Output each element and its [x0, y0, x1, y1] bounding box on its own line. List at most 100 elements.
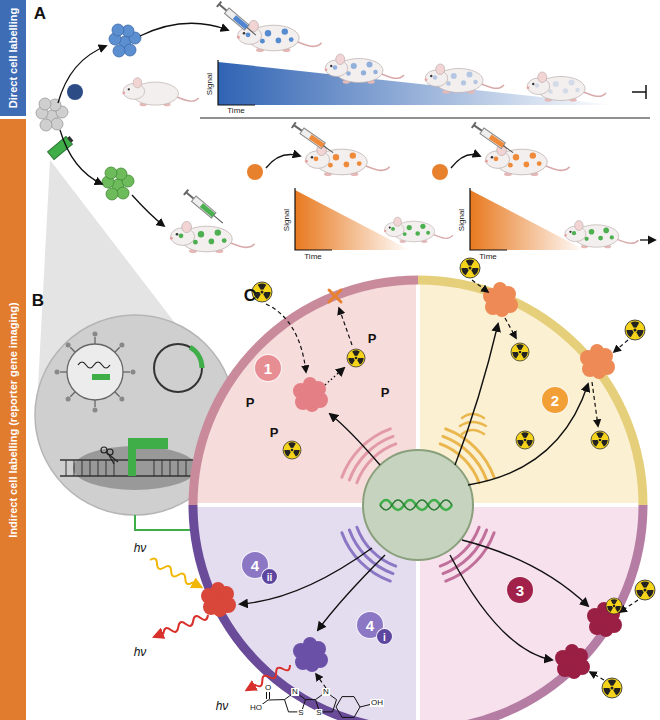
- plasmid: [154, 344, 202, 392]
- panel-letter: A: [34, 5, 46, 22]
- viral-vector: [55, 370, 60, 375]
- mouse: [572, 228, 614, 241]
- mouse: [325, 54, 404, 84]
- radiotracer: [625, 320, 645, 340]
- expression-arrow: [330, 414, 380, 465]
- reporter-gene-icon: [48, 136, 73, 159]
- radiotracer: [511, 343, 529, 361]
- axis-label: Time: [227, 107, 244, 115]
- radiotracer: [252, 258, 655, 698]
- mouse: [391, 224, 430, 236]
- viral-vector: [66, 343, 71, 348]
- mouse: [425, 64, 504, 94]
- viral-vector: [92, 374, 110, 380]
- genome-editing: [82, 460, 83, 476]
- chart-axis: [218, 60, 507, 250]
- atom-label: OH: [370, 699, 384, 707]
- expression-arrow: [455, 324, 498, 465]
- radiotracer: [347, 349, 365, 367]
- tracer-path: [620, 600, 638, 612]
- luciferin-structure: [306, 699, 316, 700]
- callout-text: 1: [264, 361, 272, 376]
- atom-label: HO: [249, 704, 263, 712]
- viral-vector: [66, 396, 71, 401]
- callout-subtext: ii: [261, 568, 278, 585]
- tracer-path: [614, 340, 628, 352]
- light-wave: [153, 612, 209, 640]
- phosphorylation-arrow: [325, 368, 344, 385]
- syringe: [184, 2, 515, 226]
- tracer-path: [266, 280, 638, 688]
- mouse: [305, 144, 390, 176]
- mouse: [237, 20, 322, 52]
- band-title: Indirect cell labelling (reporter gene i…: [8, 302, 19, 537]
- signal-decay: [470, 190, 585, 250]
- mouse: [485, 144, 570, 176]
- expression-arrow: [468, 384, 588, 485]
- viral-vector: [93, 332, 98, 337]
- viral-vector: [94, 337, 95, 344]
- radiotracer: [602, 678, 622, 698]
- expression-arrow: [450, 555, 552, 660]
- callout-text: 4: [251, 558, 259, 573]
- row-divider: [200, 118, 650, 119]
- mouse: [314, 152, 362, 167]
- flow-arrow: [640, 239, 655, 240]
- tracer-path: [339, 308, 352, 345]
- probe-dot: [247, 164, 263, 180]
- end-bar: [632, 85, 646, 99]
- reporter-protein: [293, 377, 328, 412]
- panel-letter: C: [244, 287, 256, 304]
- plasmid: [190, 347, 202, 368]
- flow-arrow: [140, 23, 228, 36]
- genome-editing: [186, 460, 187, 476]
- blocked-efflux: [329, 290, 341, 302]
- phosphorylation-arrow: [325, 368, 344, 385]
- genome-editing: [170, 460, 171, 476]
- viral-vector: [119, 396, 124, 401]
- tracer-path: [316, 674, 326, 688]
- axis-label: Time: [304, 253, 321, 261]
- endoplasmic-reticulum: [462, 430, 484, 434]
- mouse: [527, 72, 606, 102]
- genome-editing: [101, 447, 118, 464]
- viral-vector: [119, 343, 124, 348]
- viral-vector: [55, 332, 136, 413]
- atom-label: O: [264, 684, 272, 692]
- viral-vector: [70, 347, 75, 352]
- luciferin-structure: [268, 699, 285, 700]
- atom-label: N: [322, 688, 330, 696]
- genome-editing: [162, 460, 163, 476]
- mouse: [325, 54, 404, 84]
- end-bar: [632, 91, 646, 93]
- cell: [190, 275, 648, 720]
- flow-arrow: [266, 155, 300, 169]
- genome-editing: [106, 460, 107, 476]
- mouse: [122, 20, 638, 253]
- chart-axis: [470, 188, 507, 250]
- radiotracer: [283, 441, 301, 459]
- mouse: [122, 78, 198, 106]
- mouse: [384, 217, 453, 243]
- light-wave: [148, 557, 202, 590]
- radiotracer: [635, 580, 655, 600]
- mouse: [564, 221, 638, 249]
- flow-arrow: [60, 130, 102, 184]
- signal-decay: [295, 190, 410, 250]
- viral-vector: [115, 392, 120, 397]
- probe-dot: [247, 164, 448, 180]
- reporter-protein: [483, 282, 518, 317]
- tracer-path: [590, 672, 604, 680]
- syringe: [217, 2, 258, 38]
- label-dot: [67, 84, 83, 100]
- mouse: [384, 217, 453, 243]
- syringe: [472, 122, 515, 155]
- light-wave: [153, 612, 209, 640]
- reporter-protein: [201, 282, 622, 679]
- genome-editing: [154, 460, 155, 476]
- mouse: [527, 72, 606, 102]
- phosphate-label: P: [270, 426, 279, 439]
